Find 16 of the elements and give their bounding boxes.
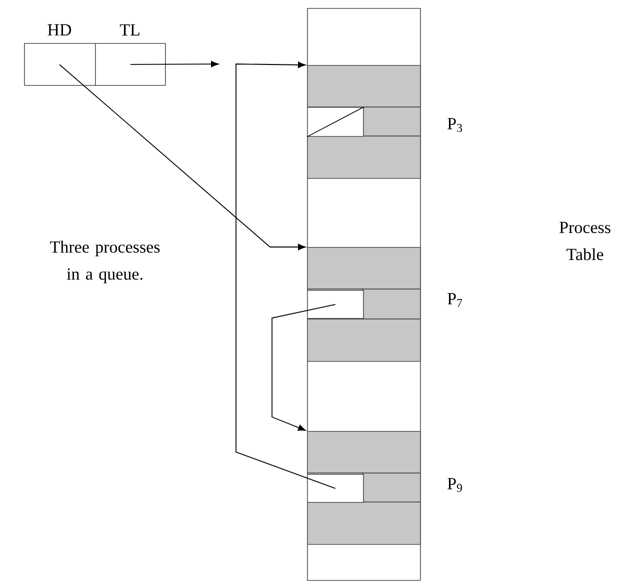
entry-label: P$_{3}$ bbox=[448, 118, 462, 132]
pointer-field bbox=[307, 474, 364, 503]
arrow bbox=[59, 64, 306, 250]
entry-label: P$_{9}$ bbox=[448, 478, 462, 492]
note-text: Process Table bbox=[560, 222, 610, 260]
arrow bbox=[236, 62, 336, 489]
arrow bbox=[272, 304, 336, 431]
pointer-field bbox=[307, 290, 364, 319]
entry-label: P$_{7}$ bbox=[448, 293, 462, 307]
queue-cell: TL bbox=[95, 24, 166, 86]
arrow bbox=[130, 60, 219, 68]
node-label: TL bbox=[120, 24, 140, 36]
queue-cell: HD bbox=[24, 24, 96, 86]
node-label: HD bbox=[48, 24, 72, 36]
note-text: Three processes in a queue. bbox=[50, 240, 160, 284]
pointer-field bbox=[306, 106, 364, 138]
